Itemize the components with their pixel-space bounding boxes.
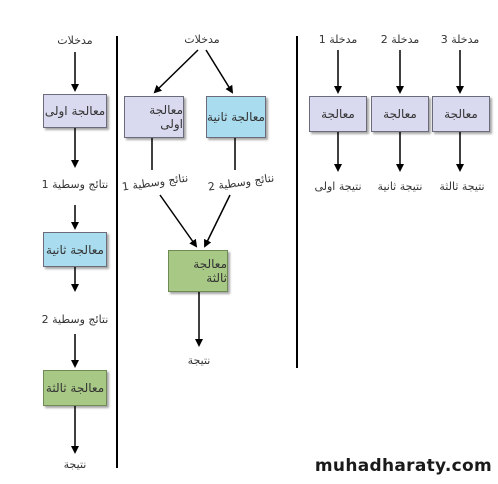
serial-input-label: مدخلات: [57, 34, 93, 47]
parallel-result2-label: نتيجة ثانية: [377, 180, 423, 193]
parallel-result3-label: نتيجة ثالثة: [439, 180, 485, 193]
merge-arrow-input-left: [153, 49, 199, 94]
serial-process1-box: معالجة اولى: [43, 94, 107, 128]
parallel-input3-label: مدخلة 3: [440, 33, 480, 46]
parallel-result1-label: نتيجة اولى: [314, 180, 362, 193]
parallel-process3-box: معالجة: [432, 96, 490, 132]
merge-arrow-left-merge: [159, 194, 198, 248]
parallel-input2-label: مدخلة 2: [380, 33, 420, 46]
watermark: muhadharaty.com: [314, 456, 492, 476]
serial-process3-box: معالجة ثالثة: [43, 370, 107, 406]
serial-intermediate2-label: نتائج وسطية 2: [41, 313, 109, 326]
merge-result-label: نتيجة: [187, 354, 211, 367]
serial-intermediate1-label: نتائج وسطية 1: [41, 178, 109, 191]
divider-left: [116, 36, 118, 468]
divider-right: [296, 36, 298, 368]
merge-arrow-right-merge: [204, 194, 231, 248]
parallel-input1-label: مدخلة 1: [318, 33, 358, 46]
merge-process1-box: معالجة اولى: [124, 96, 184, 138]
serial-process2-box: معالجة ثانية: [43, 232, 107, 267]
merge-process2-box: معالجة ثانية: [206, 96, 266, 138]
merge-input-label: مدخلات: [184, 33, 220, 46]
parallel-process1-box: معالجة: [309, 96, 367, 132]
parallel-process2-box: معالجة: [371, 96, 429, 132]
serial-result-label: نتيجة: [63, 458, 87, 471]
merge-process3-box: معالجة ثالثة: [168, 250, 228, 292]
merge-arrow-input-right: [205, 49, 234, 94]
